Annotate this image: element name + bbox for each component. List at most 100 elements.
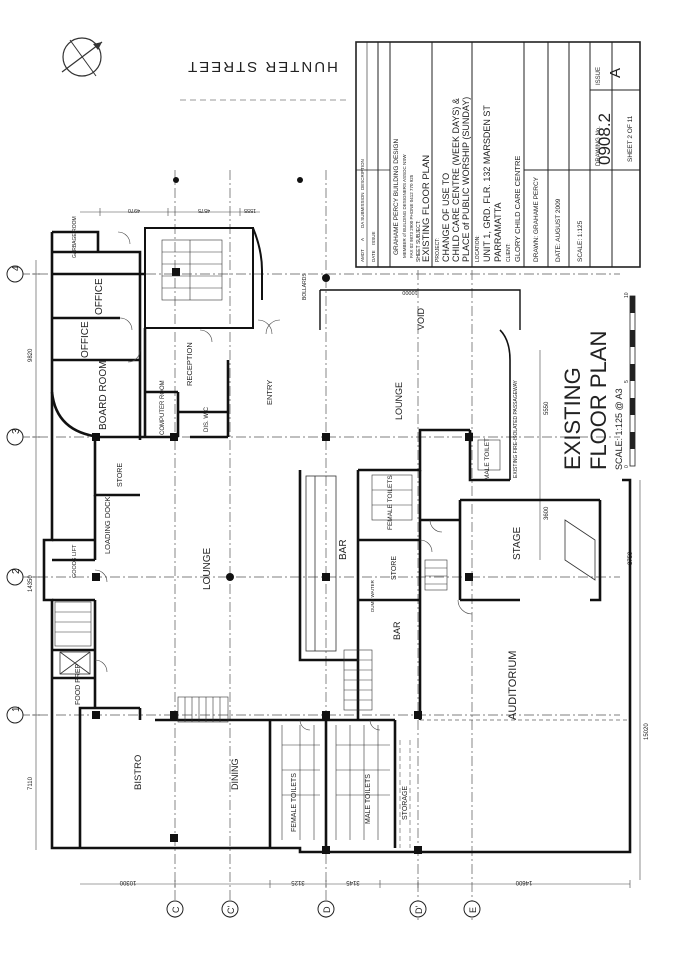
location-label: LOCATION: — [475, 235, 481, 262]
building-walls — [42, 227, 632, 854]
grid-row-e: E — [468, 907, 478, 913]
dim-4575: 4575 — [198, 207, 210, 213]
dim-3125: 3125 — [291, 879, 305, 885]
location-line-1: UNIT 1, GRD. FLR. 132 MARSDEN ST — [482, 105, 492, 262]
sheet-subject: EXISTING FLOOR PLAN — [421, 155, 432, 262]
drawing-no: 0908.2 — [595, 113, 614, 165]
dim-14350: 14350 — [28, 575, 34, 592]
room-reception: RECEPTION — [185, 342, 194, 386]
grid-row-d: D — [322, 906, 332, 913]
rev-sub-issue: ISSUE — [371, 231, 376, 245]
drawing-scale: SCALE: 1:125 — [577, 220, 584, 262]
grid-column-bubbles: 1 2 3 4 — [6, 265, 24, 724]
room-bar-main: BAR — [338, 539, 349, 560]
room-bistro: BISTRO — [133, 755, 144, 790]
dimension-lines — [32, 208, 641, 888]
grid-row-bubbles: C C' D D' E — [166, 900, 481, 918]
room-bar-2: BAR — [392, 621, 402, 640]
dim-7110: 7110 — [28, 776, 34, 790]
room-office-2: OFFICE — [80, 321, 91, 358]
room-store-2: STORE — [391, 556, 398, 580]
street-label: HUNTER STREET — [186, 58, 338, 75]
client-name: GLORY CHILD CARE CENTRE — [513, 156, 522, 262]
client-label: CLIENT: — [506, 243, 512, 262]
issue-label: ISSUE — [596, 67, 602, 85]
room-lounge-main: LOUNGE — [202, 547, 213, 590]
firm-addr: FAX 02 9873 2900 PHONE 0412 770 925 — [409, 174, 414, 258]
grid-col-1: 1 — [11, 706, 22, 712]
dim-9820: 9820 — [28, 348, 34, 362]
room-labels: GARBAGE ROOM OFFICE OFFICE BOARD ROOM CO… — [72, 216, 523, 832]
room-auditorium: AUDITORIUM — [507, 651, 519, 720]
rev-header-description: DESCRIPTION — [360, 159, 365, 190]
room-dining: DINING — [230, 759, 240, 791]
issue-value: A — [607, 68, 624, 78]
dim-14600: 14600 — [515, 879, 532, 885]
lift-shaft — [59, 651, 91, 675]
stage-ramp — [564, 519, 596, 581]
room-dis-wc: DIS. W/C — [204, 406, 210, 432]
auditorium-dashed — [399, 740, 411, 848]
stairs — [54, 239, 448, 723]
dim-15020: 15020 — [644, 723, 650, 740]
room-female-toilets: FEMALE TOILETS — [387, 475, 394, 530]
room-male-toilets-2: MALE TOILETS — [365, 774, 372, 824]
sheet-subject-label: SHEET SUBJECT: — [416, 220, 422, 262]
room-void: VOID — [416, 307, 426, 330]
room-computer: COMPUTER ROOM — [160, 380, 166, 435]
location-line-2: PARRAMATTA — [493, 202, 503, 262]
grid-row-d-prime: D' — [414, 906, 424, 914]
grid-row-c-prime: C' — [226, 906, 236, 914]
label-bollards: BOLLARDS — [302, 273, 308, 300]
plan-title-line-2: FLOOR PLAN — [586, 331, 611, 470]
room-entry: ENTRY — [265, 380, 274, 405]
dim-10300: 10300 — [119, 879, 136, 885]
drawn-by: DRAWN: GRAHAME PERCY — [533, 176, 540, 262]
project-label: PROJECT: — [435, 238, 441, 262]
structural-columns — [92, 177, 473, 854]
room-garbage: GARBAGE ROOM — [72, 216, 78, 258]
scale-5: 5 — [624, 380, 630, 383]
door-swings — [94, 231, 473, 731]
room-loading: LOADING DOCK — [103, 496, 112, 554]
room-male-toilet: MALE TOILET — [484, 438, 491, 480]
room-storage: STORAGE — [402, 786, 409, 820]
room-food-prep: FOOD PREP — [75, 663, 82, 705]
label-dumb-waiter: DUMB WAITER — [370, 579, 375, 612]
dim-4970: 4970 — [128, 207, 140, 213]
sheet-number: SHEET 2 OF 11 — [627, 115, 634, 162]
project-line-3: PLACE of PUBLIC WORSHIP (SUNDAY) — [461, 97, 471, 262]
room-store-1: STORE — [117, 463, 124, 487]
dim-1555: 1555 — [244, 207, 256, 213]
firm-name: GRAHAME PERCY BUILDING DESIGN — [393, 139, 400, 255]
scale-bar-labels: 0 5 10 — [624, 292, 630, 468]
room-fire-passage: EXISTING FIRE-ISOLATED PASSAGEWAY — [513, 379, 519, 478]
rev-header-a: A — [360, 238, 365, 241]
dim-10000: 10000 — [402, 289, 417, 295]
room-lounge-right: LOUNGE — [394, 382, 404, 420]
drawing-no-label: DRAWING No. — [596, 126, 602, 166]
plan-title-line-1: EXISTING — [560, 367, 585, 470]
room-stage: STAGE — [512, 527, 523, 560]
scale-0: 0 — [624, 465, 630, 468]
title-block: AMDT A DA SUBMISSION DESCRIPTION DATE IS… — [355, 41, 641, 268]
drawing-date: DATE: AUGUST 2009 — [555, 198, 562, 262]
bar-counter — [305, 475, 337, 652]
grid-col-2: 2 — [11, 568, 22, 574]
dim-3600: 3600 — [544, 506, 550, 520]
rev-header-desc: DA SUBMISSION — [360, 192, 365, 228]
room-goods-lift: GOODS LIFT — [72, 544, 78, 578]
dim-3145: 3145 — [346, 879, 360, 885]
rev-header-amdt: AMDT — [360, 249, 365, 262]
project-line-1: CHANGE OF USE TO — [441, 173, 451, 262]
grid-row-c: C — [171, 906, 181, 913]
firm-sub: MEMBER of BUILDING DESIGNERS ASSOC NSW — [402, 154, 407, 258]
toilet-cubicles — [281, 439, 501, 840]
scale-10: 10 — [624, 292, 630, 298]
rev-sub-date: DATE — [371, 250, 376, 262]
room-female-toilets-2: FEMALE TOILETS — [291, 773, 298, 832]
room-office-1: OFFICE — [94, 278, 105, 315]
project-line-2: CHILD CARE CENTRE (WEEK DAYS) & — [451, 98, 461, 262]
grid-col-4: 4 — [11, 265, 22, 271]
